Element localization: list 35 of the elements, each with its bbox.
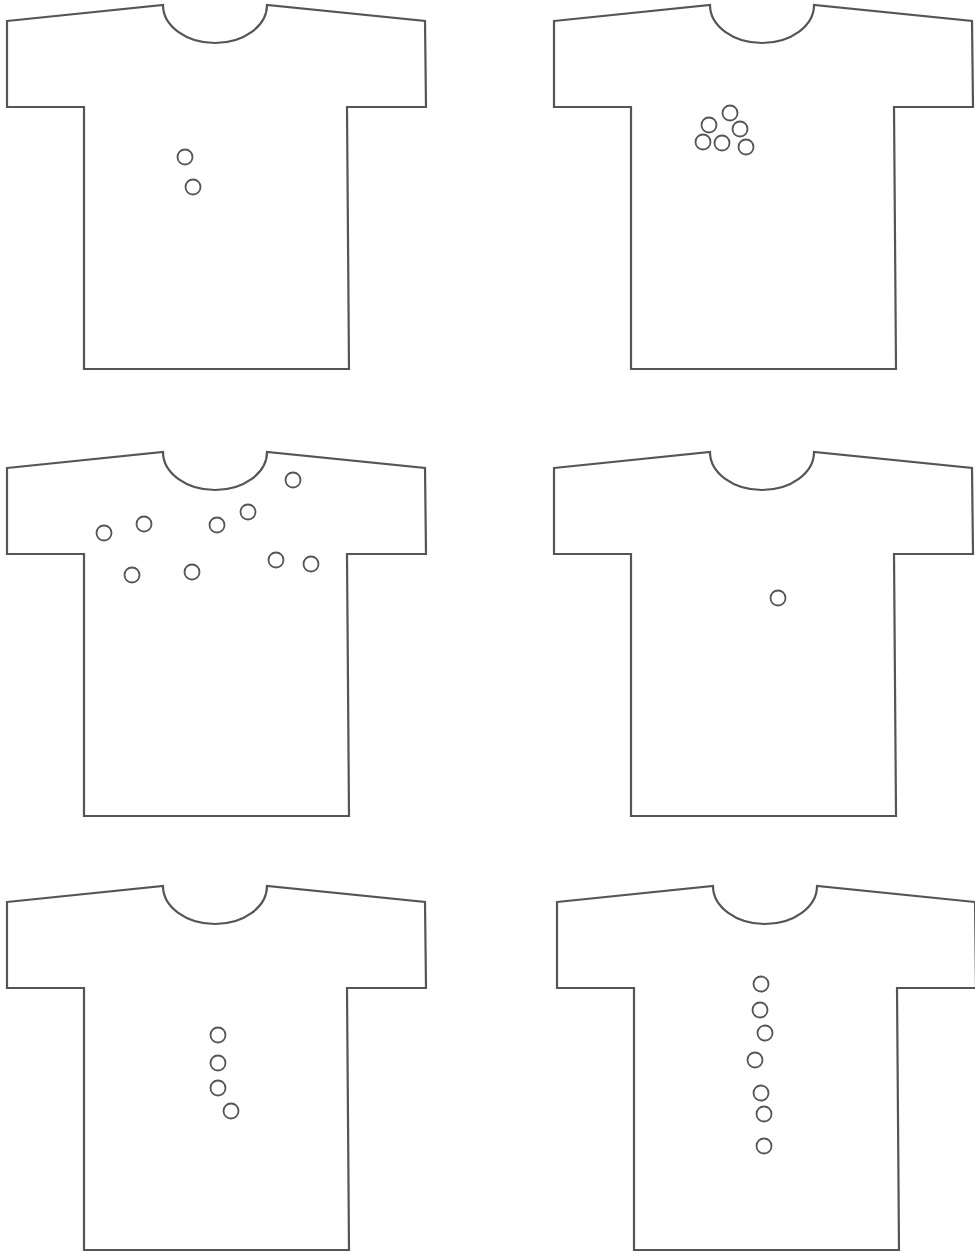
t-shirt <box>5 450 428 818</box>
ring-marker <box>694 133 712 151</box>
ring-marker <box>769 589 787 607</box>
t-shirt <box>5 884 428 1252</box>
ring-marker <box>176 148 194 166</box>
ring-marker <box>731 120 749 138</box>
ring-marker <box>183 563 201 581</box>
ring-marker <box>208 516 226 534</box>
ring-marker <box>755 1137 773 1155</box>
ring-marker <box>95 524 113 542</box>
ring-marker <box>239 503 257 521</box>
t-shirt <box>552 3 975 371</box>
ring-marker <box>721 104 739 122</box>
ring-marker <box>184 178 202 196</box>
ring-marker <box>123 566 141 584</box>
ring-marker <box>209 1026 227 1044</box>
ring-marker <box>752 975 770 993</box>
t-shirt <box>555 884 975 1252</box>
t-shirt <box>552 450 975 818</box>
ring-marker <box>284 471 302 489</box>
ring-marker <box>751 1001 769 1019</box>
ring-marker <box>755 1105 773 1123</box>
ring-marker <box>746 1051 764 1069</box>
ring-marker <box>700 116 718 134</box>
ring-marker <box>209 1054 227 1072</box>
ring-marker <box>209 1079 227 1097</box>
ring-marker <box>713 134 731 152</box>
ring-marker <box>267 551 285 569</box>
ring-marker <box>222 1102 240 1120</box>
ring-marker <box>302 555 320 573</box>
ring-marker <box>752 1084 770 1102</box>
ring-marker <box>737 138 755 156</box>
ring-marker <box>756 1024 774 1042</box>
t-shirt <box>5 3 428 371</box>
ring-marker <box>135 515 153 533</box>
